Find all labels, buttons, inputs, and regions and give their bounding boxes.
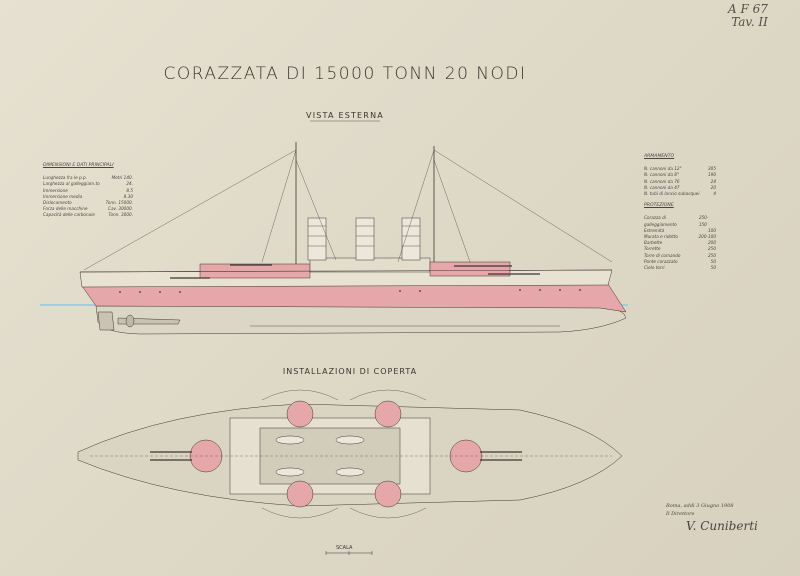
scale-bar — [325, 551, 373, 555]
armament-row: N. tubi di lancio subacquei 4 — [644, 191, 716, 197]
catalog-code: A F 67 — [728, 2, 768, 16]
protection-row: Corazza di galleggiamento 250-150 — [644, 215, 716, 227]
funnel-3 — [401, 217, 421, 261]
armament-label: N. tubi di lancio subacquei — [644, 191, 700, 197]
dimension-label: Capacità delle carbonaie — [43, 212, 95, 218]
principal-dimensions-table: DIMENSIONI E DATI PRINCIPALI Lunghezza f… — [43, 163, 133, 219]
dimension-value: 8.5 — [126, 187, 133, 193]
armament-value: 190 — [708, 172, 716, 178]
protection-value: 250-150 — [698, 215, 709, 227]
catalog-mark: A F 67 Tav. II — [728, 3, 768, 29]
signature-block: Roma, addì 3 Giugno 1908 Il Direttore V.… — [666, 502, 758, 533]
protection-value: 100 — [708, 227, 716, 233]
protection-label: Ponte corazzato — [644, 258, 678, 264]
rigging — [83, 149, 613, 271]
drawing-title: CORAZZATA DI 15000 TONN 20 NODI — [163, 64, 527, 84]
protection-value: 50 — [710, 258, 716, 264]
catalog-plate: Tav. II — [731, 15, 768, 29]
protection-row: Barbette 200 — [644, 240, 716, 246]
armament-row: N. cannoni da 12" 305 — [644, 166, 716, 172]
armament-row: N. cannoni da 47 20 — [644, 185, 716, 191]
armament-value: 4 — [713, 191, 716, 197]
deck-plan — [77, 389, 623, 519]
armament-heading: ARMAMENTO — [644, 154, 675, 159]
firing-arcs — [261, 389, 427, 519]
scale-label: SCALA — [336, 545, 353, 551]
protection-value: 250 — [708, 252, 716, 258]
plan-boats — [275, 435, 365, 477]
protection-row: Murata e ridotto 200-100 — [644, 234, 716, 240]
protection-label: Corazza di galleggiamento — [644, 215, 677, 227]
protection-heading: PROTEZIONE — [644, 203, 674, 209]
protection-value: 50 — [710, 265, 716, 271]
signature-date: Roma, addì 3 Giugno 1908 — [666, 503, 734, 509]
protection-value: 250 — [708, 246, 716, 252]
funnel-2 — [355, 217, 375, 261]
dimension-label: Immersione — [43, 187, 68, 193]
protection-row: Torre di comando 250 — [644, 253, 716, 259]
armament-label: N. cannoni da 47 — [644, 184, 680, 190]
dimension-row: Lunghezza fra le p.p. Metri 140. — [43, 175, 133, 181]
dimension-value: 24. — [126, 181, 133, 187]
dimension-value: Cav. 30000. — [108, 206, 133, 212]
deck-caption: INSTALLAZIONI DI COPERTA — [282, 367, 418, 376]
protection-value: 200 — [708, 240, 716, 246]
protection-label: Barbette — [644, 240, 663, 246]
funnel-bands — [308, 225, 420, 247]
rudder — [97, 311, 115, 331]
side-elevation — [40, 142, 628, 335]
armament-value: 20 — [710, 184, 716, 190]
dimension-value: Tonn. 3000. — [108, 212, 133, 218]
protection-label: Murata e ridotto — [644, 234, 678, 240]
funnel-1 — [307, 217, 327, 261]
turret-wing-4 — [374, 480, 402, 508]
protection-label: Torrette — [644, 246, 661, 252]
armament-label: N. cannoni da 8" — [644, 172, 679, 178]
principal-dimensions-heading: DIMENSIONI E DATI PRINCIPALI — [43, 163, 114, 168]
protection-row: Torrette 250 — [644, 246, 716, 252]
portholes — [119, 289, 581, 293]
armament-row: N. cannoni da 76 24 — [644, 179, 716, 185]
dimension-label: Lunghezza fra le p.p. — [43, 175, 87, 181]
protection-label: Estremità — [644, 227, 665, 233]
signature-role: Il Direttore — [666, 511, 695, 517]
protection-value: 200-100 — [698, 234, 717, 240]
propeller — [125, 314, 135, 328]
turret-wing-1 — [286, 400, 314, 428]
armament-label: N. cannoni da 76 — [644, 178, 680, 184]
protection-row: Cielo torri 50 — [644, 265, 716, 271]
dimension-value: Metri 140. — [111, 175, 133, 181]
dimension-label: Dislocamento — [43, 200, 72, 206]
deck-line — [79, 269, 613, 273]
protection-row: Ponte corazzato 50 — [644, 259, 716, 265]
armament-label: N. cannoni da 12" — [644, 166, 682, 172]
armament-value: 305 — [708, 166, 716, 172]
turret-wing-3 — [286, 480, 314, 508]
elevation-caption: VISTA ESTERNA — [306, 111, 384, 120]
armament-value: 24 — [710, 178, 716, 184]
dimension-row: Dislocamento Tonn. 15000. — [43, 200, 133, 206]
armament-row: N. cannoni da 8" 190 — [644, 172, 716, 178]
dimension-label: Immersione media — [43, 193, 83, 199]
dimension-value: Tonn. 15000. — [105, 200, 133, 206]
dimension-label: Forza delle macchine — [43, 206, 88, 212]
protection-row: Estremità 100 — [644, 228, 716, 234]
dimension-row: Immersione 8.5 — [43, 188, 133, 194]
signature-name: V. Cuniberti — [686, 519, 758, 533]
dimension-row: Capacità delle carbonaie Tonn. 3000. — [43, 212, 133, 218]
dimension-row: Forza delle macchine Cav. 30000. — [43, 206, 133, 212]
dimension-row: Immersione media 8.30 — [43, 194, 133, 200]
protection-label: Torre di comando — [644, 252, 681, 258]
dimension-value: 8.30 — [123, 193, 133, 199]
hull-upper — [79, 269, 613, 288]
protection-label: Cielo torri — [644, 265, 665, 271]
turret-wing-2 — [374, 400, 402, 428]
plan-guns — [150, 451, 522, 461]
dimension-label: Larghezza al galleggiam.to — [43, 181, 100, 187]
dimension-row: Larghezza al galleggiam.to 24. — [43, 181, 133, 187]
